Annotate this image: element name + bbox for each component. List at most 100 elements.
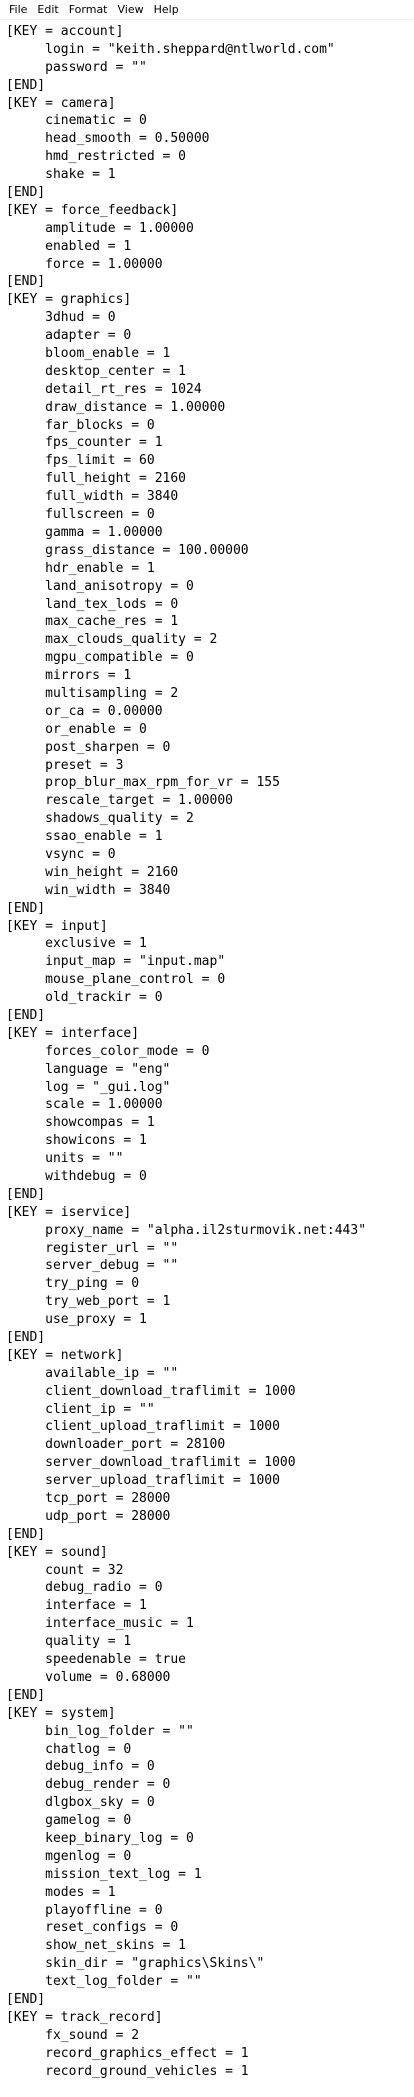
text-line: volume = 0.68000: [6, 1669, 171, 1685]
text-line: modes = 1: [6, 1884, 116, 1900]
text-line: hmd_restricted = 0: [6, 149, 187, 165]
text-line: mgenlog = 0: [6, 1848, 132, 1864]
text-line: max_cache_res = 1: [6, 614, 179, 630]
text-line: win_height = 2160: [6, 864, 179, 880]
text-line: shake = 1: [6, 167, 116, 183]
text-line: debug_info = 0: [6, 1759, 155, 1775]
text-line: show_net_skins = 1: [6, 1938, 187, 1954]
text-line: detail_rt_res = 1024: [6, 381, 202, 397]
text-line: [END]: [6, 77, 46, 93]
text-line: count = 32: [6, 1562, 124, 1578]
text-line: dlgbox_sky = 0: [6, 1795, 155, 1811]
text-line: amplitude = 1.00000: [6, 220, 194, 236]
text-line: win_width = 3840: [6, 882, 171, 898]
text-line: [KEY = account]: [6, 24, 124, 39]
text-line: [END]: [6, 185, 46, 201]
text-line: register_url = "": [6, 1240, 179, 1256]
text-line: forces_color_mode = 0: [6, 1043, 210, 1059]
text-line: mgpu_compatible = 0: [6, 650, 194, 666]
text-line: fps_limit = 60: [6, 453, 155, 469]
menu-item-help[interactable]: Help: [153, 2, 179, 16]
text-line: server_debug = "": [6, 1258, 179, 1274]
text-line: scale = 1.00000: [6, 1097, 163, 1113]
text-line: desktop_center = 1: [6, 363, 187, 379]
text-line: debug_radio = 0: [6, 1580, 163, 1596]
text-line: cinematic = 0: [6, 113, 147, 129]
text-line: or_enable = 0: [6, 721, 147, 737]
text-line: old_trackir = 0: [6, 990, 163, 1006]
text-line: mission_text_log = 1: [6, 1866, 202, 1882]
text-line: client_download_traflimit = 1000: [6, 1383, 296, 1399]
text-line: chatlog = 0: [6, 1741, 132, 1757]
text-line: server_download_traflimit = 1000: [6, 1455, 296, 1471]
text-line: [END]: [6, 1687, 46, 1703]
text-line: keep_binary_log = 0: [6, 1830, 194, 1846]
text-line: or_ca = 0.00000: [6, 703, 163, 719]
text-line: input_map = "input.map": [6, 954, 226, 970]
text-line: [KEY = iservice]: [6, 1204, 132, 1220]
text-line: full_height = 2160: [6, 471, 187, 487]
text-line: enabled = 1: [6, 238, 132, 254]
text-line: mirrors = 1: [6, 668, 132, 684]
text-line: reset_configs = 0: [6, 1920, 179, 1936]
text-line: [END]: [6, 900, 46, 916]
text-line: showicons = 1: [6, 1133, 147, 1149]
text-line: preset = 3: [6, 757, 124, 773]
text-line: showcompas = 1: [6, 1115, 155, 1131]
text-line: server_upload_traflimit = 1000: [6, 1473, 280, 1489]
text-line: head_smooth = 0.50000: [6, 131, 210, 147]
text-line: [KEY = sound]: [6, 1544, 108, 1560]
menu-item-file[interactable]: File: [9, 2, 28, 16]
text-line: units = "": [6, 1151, 124, 1167]
text-line: hdr_enable = 1: [6, 560, 155, 576]
text-line: [END]: [6, 1526, 46, 1542]
text-line: try_web_port = 1: [6, 1294, 171, 1310]
text-line: [KEY = force_feedback]: [6, 202, 179, 218]
text-line: shadows_quality = 2: [6, 811, 194, 827]
menu-item-edit[interactable]: Edit: [37, 2, 59, 16]
text-line: fps_counter = 1: [6, 435, 163, 451]
document-text: [KEY = account] login = "keith.sheppard@…: [0, 21, 414, 2080]
text-line: prop_blur_max_rpm_for_vr = 155: [6, 775, 280, 791]
text-line: login = "keith.sheppard@ntlworld.com": [6, 41, 335, 57]
text-line: [KEY = interface]: [6, 1025, 140, 1041]
text-line: record_graphics_effect = 1: [6, 2045, 249, 2061]
text-line: fullscreen = 0: [6, 507, 155, 523]
text-line: downloader_port = 28100: [6, 1437, 226, 1453]
text-line: [END]: [6, 1007, 46, 1023]
menu-item-view[interactable]: View: [117, 2, 144, 16]
text-line: full_width = 3840: [6, 489, 179, 505]
text-line: land_tex_lods = 0: [6, 596, 179, 612]
text-line: multisampling = 2: [6, 685, 179, 701]
text-line: max_clouds_quality = 2: [6, 632, 218, 648]
text-line: adapter = 0: [6, 328, 132, 344]
text-line: debug_render = 0: [6, 1777, 171, 1793]
text-line: [END]: [6, 1330, 46, 1346]
text-line: draw_distance = 1.00000: [6, 399, 226, 415]
text-line: land_anisotropy = 0: [6, 578, 194, 594]
text-line: [KEY = input]: [6, 918, 108, 934]
text-line: withdebug = 0: [6, 1169, 147, 1184]
text-line: [KEY = camera]: [6, 95, 116, 111]
text-editor-area[interactable]: [KEY = account] login = "keith.sheppard@…: [0, 21, 414, 2097]
menu-item-format[interactable]: Format: [68, 2, 108, 16]
text-line: udp_port = 28000: [6, 1508, 171, 1524]
text-line: interface = 1: [6, 1598, 147, 1614]
text-line: [END]: [6, 1991, 46, 2007]
text-line: mouse_plane_control = 0: [6, 972, 226, 988]
text-line: text_log_folder = "": [6, 1974, 202, 1990]
text-line: try_ping = 0: [6, 1276, 140, 1292]
text-line: ssao_enable = 1: [6, 829, 163, 845]
text-line: gamma = 1.00000: [6, 524, 163, 540]
text-line: gamelog = 0: [6, 1813, 132, 1829]
text-line: password = "": [6, 59, 147, 75]
text-line: playoffline = 0: [6, 1902, 163, 1918]
menu-bar: File Edit Format View Help: [0, 0, 414, 20]
text-line: bin_log_folder = "": [6, 1723, 194, 1739]
text-line: tcp_port = 28000: [6, 1491, 171, 1507]
text-line: bloom_enable = 1: [6, 346, 171, 362]
text-line: grass_distance = 100.00000: [6, 542, 249, 558]
text-line: rescale_target = 1.00000: [6, 793, 233, 809]
text-line: [KEY = network]: [6, 1347, 124, 1363]
text-line: [KEY = system]: [6, 1705, 116, 1721]
